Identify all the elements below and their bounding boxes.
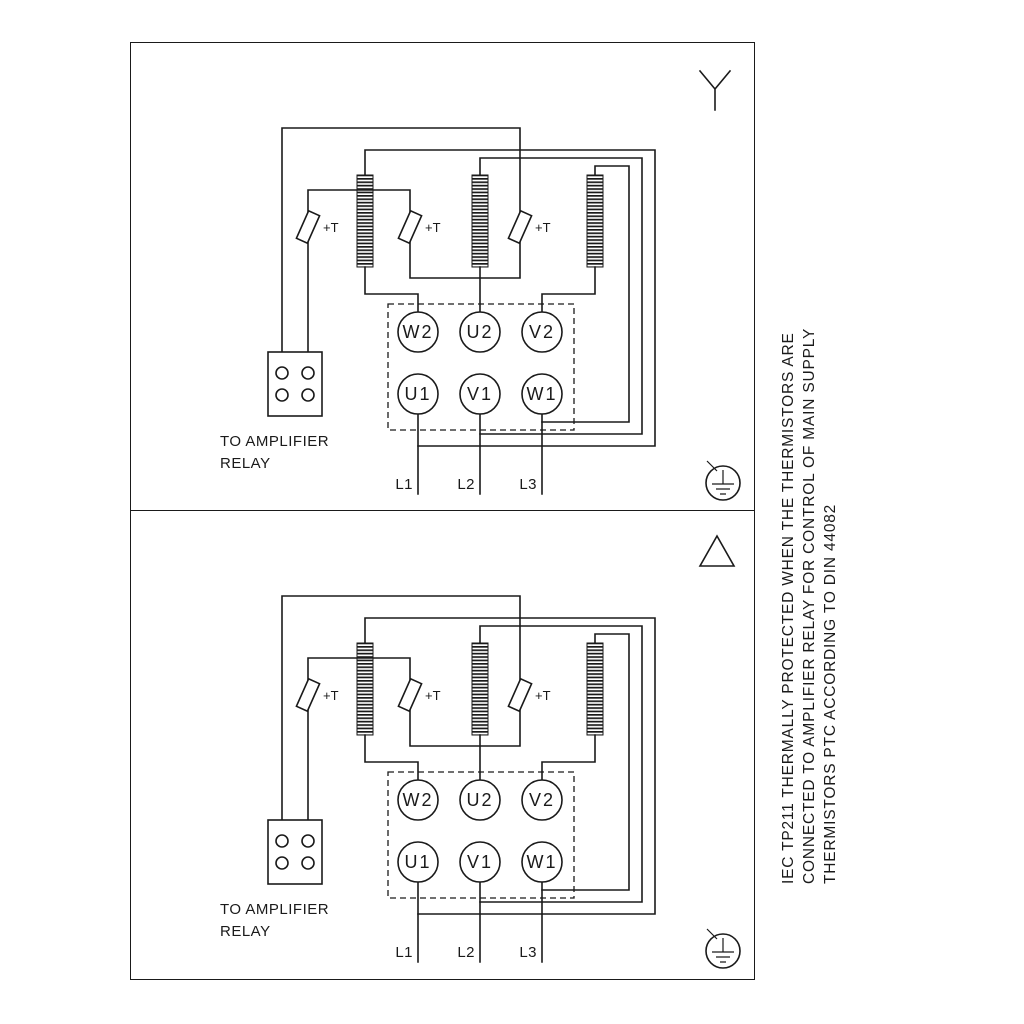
supply-label-L1: L1 xyxy=(395,476,413,493)
supply-label-L2: L2 xyxy=(457,944,475,961)
svg-text:V1: V1 xyxy=(467,852,493,872)
supply-label-L3: L3 xyxy=(519,944,537,961)
side-note: IEC TP211 THERMALLY PROTECTED WHEN THE T… xyxy=(778,324,841,884)
thermistor-chain-wire xyxy=(281,595,521,821)
svg-text:U1: U1 xyxy=(404,852,431,872)
terminal-board xyxy=(387,771,575,899)
terminal-board xyxy=(387,303,575,431)
motor-winding-3 xyxy=(586,174,604,268)
panel-divider xyxy=(130,510,755,511)
svg-text:V2: V2 xyxy=(529,322,555,342)
thermistor-label: +T xyxy=(425,688,441,703)
svg-text:W1: W1 xyxy=(527,852,558,872)
motor-winding-1 xyxy=(356,642,374,736)
terminal-W1: W1 xyxy=(521,373,563,415)
motor-winding-1 xyxy=(356,174,374,268)
terminal-U1: U1 xyxy=(397,841,439,883)
terminal-W2: W2 xyxy=(397,311,439,353)
winding2-top-wire xyxy=(479,157,643,435)
terminal-U2: U2 xyxy=(459,311,501,353)
delta-symbol xyxy=(698,534,736,567)
side-note-line2: CONNECTED TO AMPLIFIER RELAY FOR CONTROL… xyxy=(801,327,818,884)
winding1-bottom-wire xyxy=(364,734,419,781)
supply-label-L2: L2 xyxy=(457,476,475,493)
relay-note-line1: TO AMPLIFIER xyxy=(220,433,329,450)
terminal-V2: V2 xyxy=(521,311,563,353)
motor-winding-2 xyxy=(471,642,489,736)
star-symbol xyxy=(698,69,732,111)
thermistor-2 xyxy=(397,677,423,713)
winding3-bottom-wire xyxy=(541,734,596,781)
terminal-U2: U2 xyxy=(459,779,501,821)
supply-label-L1: L1 xyxy=(395,944,413,961)
thermistor-label: +T xyxy=(535,688,551,703)
thermistor-label: +T xyxy=(323,688,339,703)
side-note-line3: THERMISTORS PTC ACCORDING TO DIN 44082 xyxy=(822,503,839,884)
wiring-panel-star: +T +T +T TO AMPLIFIER RELAY W2 U2 V2 U1 … xyxy=(220,69,741,501)
thermistor-label: +T xyxy=(323,220,339,235)
earth-ground-icon xyxy=(705,928,741,969)
thermistor-label: +T xyxy=(425,220,441,235)
svg-text:W2: W2 xyxy=(403,790,434,810)
thermistor-1 xyxy=(295,209,321,245)
earth-ground-icon xyxy=(705,460,741,501)
supply-label-L3: L3 xyxy=(519,476,537,493)
motor-winding-3 xyxy=(586,642,604,736)
thermistor-1 xyxy=(295,677,321,713)
svg-text:U1: U1 xyxy=(404,384,431,404)
svg-text:W2: W2 xyxy=(403,322,434,342)
terminal-V2: V2 xyxy=(521,779,563,821)
supply-wires xyxy=(417,881,543,963)
winding3-top-wire xyxy=(541,633,630,891)
terminal-W2: W2 xyxy=(397,779,439,821)
terminal-V1: V1 xyxy=(459,841,501,883)
winding1-bottom-wire xyxy=(364,266,419,313)
diagram-border xyxy=(130,42,755,980)
terminal-W1: W1 xyxy=(521,841,563,883)
relay-connector xyxy=(267,819,323,885)
svg-text:U2: U2 xyxy=(466,790,493,810)
winding3-top-wire xyxy=(541,165,630,423)
relay-note-line2: RELAY xyxy=(220,923,271,940)
thermistor-2 xyxy=(397,209,423,245)
terminal-V1: V1 xyxy=(459,373,501,415)
winding2-top-wire xyxy=(479,625,643,903)
winding1-top-wire xyxy=(364,149,656,447)
relay-note-line2: RELAY xyxy=(220,455,271,472)
supply-wires xyxy=(417,413,543,495)
side-note-line1: IEC TP211 THERMALLY PROTECTED WHEN THE T… xyxy=(780,332,797,884)
svg-text:W1: W1 xyxy=(527,384,558,404)
winding3-bottom-wire xyxy=(541,266,596,313)
relay-connector xyxy=(267,351,323,417)
svg-text:V2: V2 xyxy=(529,790,555,810)
wiring-panel-delta: +T +T +T TO AMPLIFIER RELAY W2 U2 V2 U1 … xyxy=(220,534,741,969)
thermistor-label: +T xyxy=(535,220,551,235)
terminal-U1: U1 xyxy=(397,373,439,415)
motor-winding-2 xyxy=(471,174,489,268)
svg-text:U2: U2 xyxy=(466,322,493,342)
winding1-top-wire xyxy=(364,617,656,915)
thermistor-chain-wire xyxy=(281,127,521,353)
relay-note-line1: TO AMPLIFIER xyxy=(220,901,329,918)
thermistor-3 xyxy=(507,209,533,245)
thermistor-3 xyxy=(507,677,533,713)
svg-text:V1: V1 xyxy=(467,384,493,404)
